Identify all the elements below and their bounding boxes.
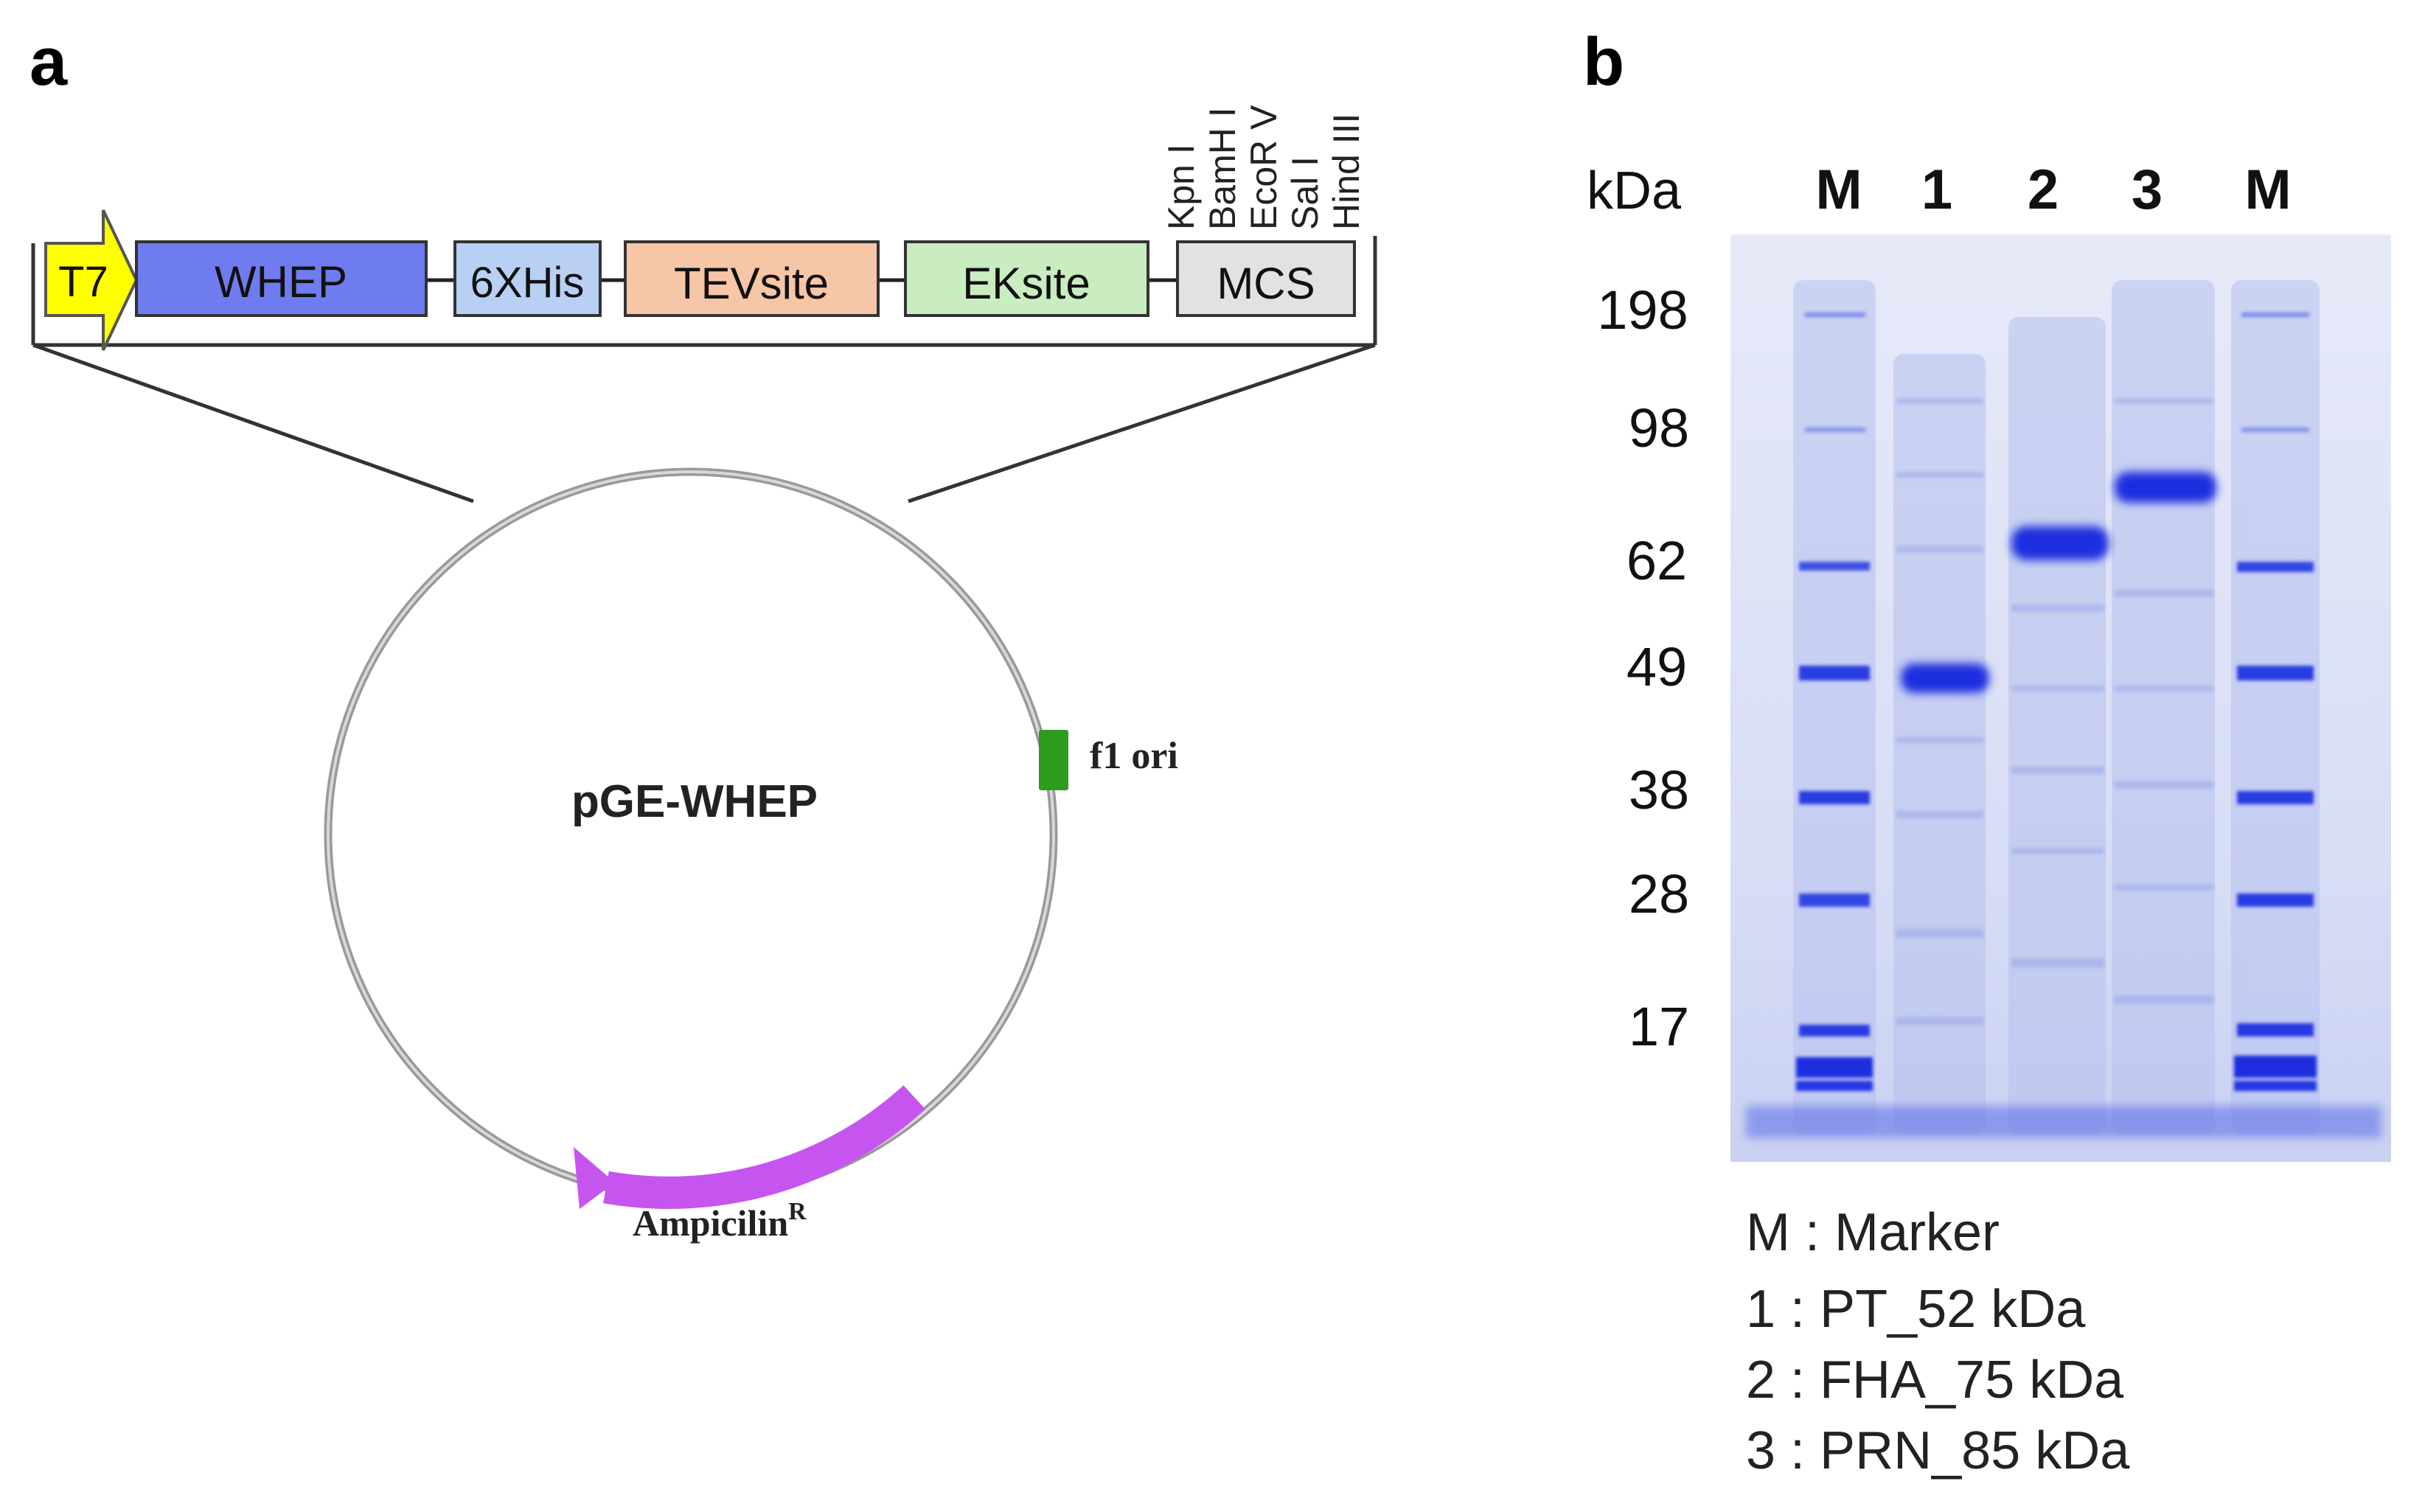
lane-header: 2	[2028, 158, 2059, 221]
box-label-eksite: EKsite	[962, 259, 1090, 308]
lane-header: 1	[1921, 158, 1952, 221]
marker-label: 62	[1627, 530, 1687, 591]
cassette-box-tevsite: TEVsite	[624, 240, 880, 317]
legend-item: M : Marker	[1746, 1203, 2000, 1262]
plasmid-backbone	[324, 467, 1058, 1202]
t7-promoter-arrow-icon	[44, 209, 139, 351]
panel-b-label: b	[1583, 24, 1624, 100]
legend-item: 2 : FHA_75 kDa	[1746, 1351, 2124, 1410]
marker-label: 98	[1629, 397, 1689, 459]
faint-bands	[1896, 398, 2213, 1025]
restriction-sites: Kpn I BamH I EcoR V Sal I Hind III	[1161, 105, 1367, 230]
panel-a-label: a	[29, 24, 68, 100]
box-label-mcs: MCS	[1217, 259, 1315, 308]
gel-dye-front	[1746, 1106, 2382, 1138]
cassette-box-whep: WHEP	[135, 240, 428, 317]
lane-headers: M 1 2 3 M	[1815, 158, 2291, 221]
ampicilin-arrow-head	[574, 1147, 615, 1209]
site-sal1: Sal I	[1284, 156, 1326, 230]
site-bamh1: BamH I	[1202, 107, 1243, 230]
gel-legend: M : Marker 1 : PT_52 kDa 2 : FHA_75 kDa …	[1746, 1203, 2130, 1480]
box-label-6xhis: 6XHis	[470, 259, 585, 307]
ampicilin-resistance-arrow-icon	[603, 1085, 926, 1209]
legend-item: 1 : PT_52 kDa	[1746, 1280, 2086, 1339]
f1-ori-label: f1 ori	[1090, 735, 1178, 777]
site-hind3: Hind III	[1326, 114, 1367, 230]
box-label-tevsite: TEVsite	[674, 259, 829, 308]
marker-label: 49	[1627, 636, 1687, 697]
lane-header: M	[2244, 158, 2291, 221]
site-ecorv: EcoR V	[1243, 105, 1284, 230]
marker-label: 38	[1629, 759, 1689, 821]
lane-header: 3	[2132, 158, 2163, 221]
cassette-bracket	[31, 236, 1377, 504]
site-kpn1: Kpn I	[1161, 144, 1202, 230]
panel-a: a T7 WHEP 6XHis	[29, 24, 1377, 1244]
t7-promoter: T7	[44, 209, 139, 351]
band-prn	[2115, 472, 2216, 503]
box-label-whep: WHEP	[215, 257, 347, 307]
expressed-bands	[1901, 472, 2216, 693]
marker-lane-left-bands	[1796, 313, 1873, 1091]
ampicilin-label: AmpicilinR	[633, 1198, 807, 1244]
cassette-box-6xhis: 6XHis	[453, 240, 602, 317]
marker-lane-right-bands	[2234, 313, 2317, 1091]
band-fha	[2011, 526, 2109, 560]
cassette-box-eksite: EKsite	[904, 240, 1149, 317]
panel-b: b kDa M 1 2 3 M 198 98 62 49 38 28 17	[1583, 24, 2391, 1480]
marker-labels: 198 98 62 49 38 28 17	[1597, 279, 1689, 1057]
legend-item: 3 : PRN_85 kDa	[1746, 1421, 2130, 1480]
t7-label: T7	[58, 258, 108, 306]
plasmid-map: f1 ori AmpicilinR pGE-WHEP	[324, 467, 1178, 1244]
marker-label: 17	[1629, 996, 1689, 1057]
f1-ori-feature	[1039, 730, 1068, 790]
marker-label: 28	[1629, 863, 1689, 924]
sds-page-gel	[1730, 234, 2391, 1162]
plasmid-name: pGE-WHEP	[571, 776, 818, 827]
cassette-box-mcs: MCS	[1176, 240, 1356, 317]
band-pt	[1901, 663, 1989, 693]
lane-smears	[1793, 280, 2320, 1135]
kda-unit-label: kDa	[1587, 161, 1682, 220]
lane-header: M	[1815, 158, 1862, 221]
marker-label: 198	[1597, 279, 1688, 341]
